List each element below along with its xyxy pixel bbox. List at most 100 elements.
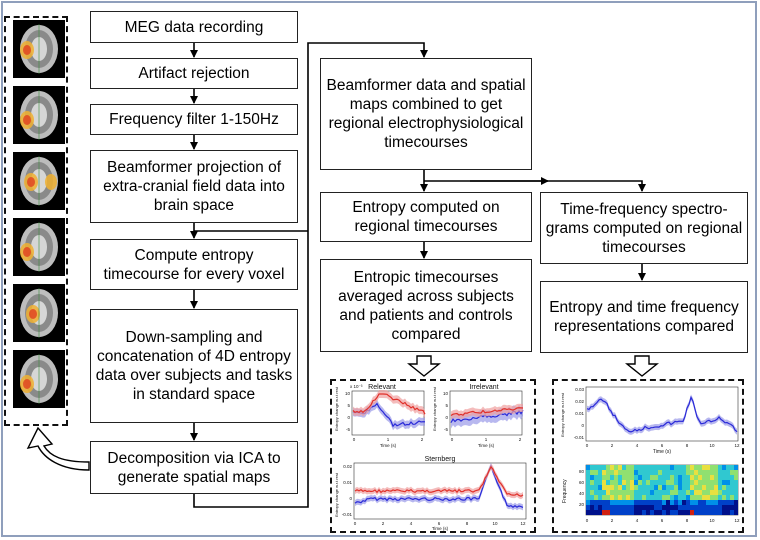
spectrogram-cell	[706, 510, 710, 515]
spectrogram-cell	[698, 465, 702, 470]
spectrogram-cell	[610, 475, 614, 480]
spectrogram-cell	[718, 500, 722, 505]
spectrogram-cell	[722, 495, 726, 500]
sternberg-xtick: 4	[410, 521, 413, 526]
spectrogram-cell	[646, 510, 650, 515]
spectrogram-cell	[622, 485, 626, 490]
spectrogram-cell	[686, 490, 690, 495]
spectrogram-cell	[626, 505, 630, 510]
spectrogram-cell	[678, 465, 682, 470]
spectrogram-cell	[658, 505, 662, 510]
spectrogram-cell	[670, 495, 674, 500]
spectrogram-cell	[650, 475, 654, 480]
spectrogram-cell	[678, 495, 682, 500]
spectrogram-cell	[702, 500, 706, 505]
spectrogram-cell	[602, 470, 606, 475]
spectrogram-cell	[630, 495, 634, 500]
sternberg-title: Sternberg	[425, 456, 456, 463]
entropy-tf-ytick: 0.02	[575, 399, 584, 404]
spectrogram-cell	[634, 490, 638, 495]
spectrogram-cell	[618, 480, 622, 485]
spectrogram-xtick: 6	[661, 518, 664, 523]
sternberg-ytick: 0.02	[343, 464, 352, 469]
entropy-tf-xlabel: Time (s)	[653, 449, 671, 455]
spectrogram-cell	[638, 485, 642, 490]
activation-core	[23, 247, 31, 257]
spectrogram-cell	[606, 485, 610, 490]
sternberg-xtick: 0	[354, 521, 357, 526]
spectrogram-cell	[702, 475, 706, 480]
spectrogram-cell	[590, 490, 594, 495]
relevant-ytick: -5	[346, 427, 350, 432]
spectrogram-cell	[662, 485, 666, 490]
spectrogram-cell	[590, 510, 594, 515]
box-entropic-averaged: Entropic timecourses averaged across sub…	[320, 259, 532, 352]
spectrogram-cell	[674, 505, 678, 510]
spectrogram-cell	[642, 465, 646, 470]
spectrogram-cell	[698, 500, 702, 505]
spectrogram-cell	[594, 495, 598, 500]
spectrogram-cell	[682, 500, 686, 505]
sternberg-xlabel: Time (s)	[432, 526, 449, 531]
brain-map-1	[13, 20, 65, 78]
spectrogram-xtick: 2	[611, 518, 614, 523]
spectrogram-cell	[610, 465, 614, 470]
spectrogram-cell	[590, 505, 594, 510]
activation-core	[29, 309, 37, 319]
spectrogram-cell	[714, 485, 718, 490]
spectrogram-cell	[606, 475, 610, 480]
spectrogram-cell	[674, 470, 678, 475]
spectrogram-cell	[622, 470, 626, 475]
spectrogram-cell	[710, 485, 714, 490]
spectrogram-cell	[586, 485, 590, 490]
spectrogram-cell	[702, 465, 706, 470]
spectrogram-cell	[694, 485, 698, 490]
spectrogram-cell	[718, 480, 722, 485]
spectrogram-cell	[674, 480, 678, 485]
spectrogram-cell	[662, 500, 666, 505]
spectrogram-cell	[594, 470, 598, 475]
spectrogram-cell	[710, 495, 714, 500]
hollow-arrow-right	[625, 355, 659, 377]
spectrogram-cell	[650, 480, 654, 485]
confidence-band	[587, 394, 737, 435]
spectrogram-cell	[618, 485, 622, 490]
box-frequency-filter: Frequency filter 1-150Hz	[90, 104, 298, 135]
spectrogram-cell	[594, 505, 598, 510]
box-entropy-tf-compared: Entropy and time frequency representatio…	[540, 281, 748, 353]
spectrogram-cell	[694, 480, 698, 485]
spectrogram-cell	[734, 500, 738, 505]
box-downsampling: Down-sampling and concatenation of 4D en…	[90, 309, 298, 423]
spectrogram-cell	[594, 480, 598, 485]
spectrogram-cell	[666, 475, 670, 480]
irrelevant-title: Irrelevant	[469, 384, 498, 391]
spectrogram-cell	[594, 465, 598, 470]
spectrogram-cell	[586, 490, 590, 495]
activation-blob-right	[45, 174, 57, 190]
spectrogram-cell	[686, 495, 690, 500]
spectrogram-cell	[610, 470, 614, 475]
spectrogram-cell	[714, 500, 718, 505]
relevant-ytick: 10	[345, 391, 351, 396]
sternberg-ylabel: Entropy change w.r.t rest	[334, 472, 339, 517]
spectrogram-cell	[646, 485, 650, 490]
entropy-tf-xtick: 12	[734, 443, 740, 448]
spectrogram-cell	[594, 510, 598, 515]
spectrogram-cell	[618, 490, 622, 495]
spectrogram-cell	[726, 495, 730, 500]
spectrogram-cell	[670, 470, 674, 475]
spectrogram-cell	[682, 480, 686, 485]
spectrogram-cell	[622, 465, 626, 470]
spectrogram-cell	[646, 495, 650, 500]
spectrogram-cell	[646, 480, 650, 485]
spectrogram-cell	[690, 490, 694, 495]
spectrogram-cell	[606, 470, 610, 475]
spectrogram-cell	[638, 490, 642, 495]
sternberg-ytick: -0.01	[342, 512, 353, 517]
spectrogram-cell	[706, 495, 710, 500]
spectrogram-cell	[666, 485, 670, 490]
spectrogram-cell	[590, 480, 594, 485]
sternberg-xtick: 6	[438, 521, 441, 526]
spectrogram-cell	[714, 495, 718, 500]
